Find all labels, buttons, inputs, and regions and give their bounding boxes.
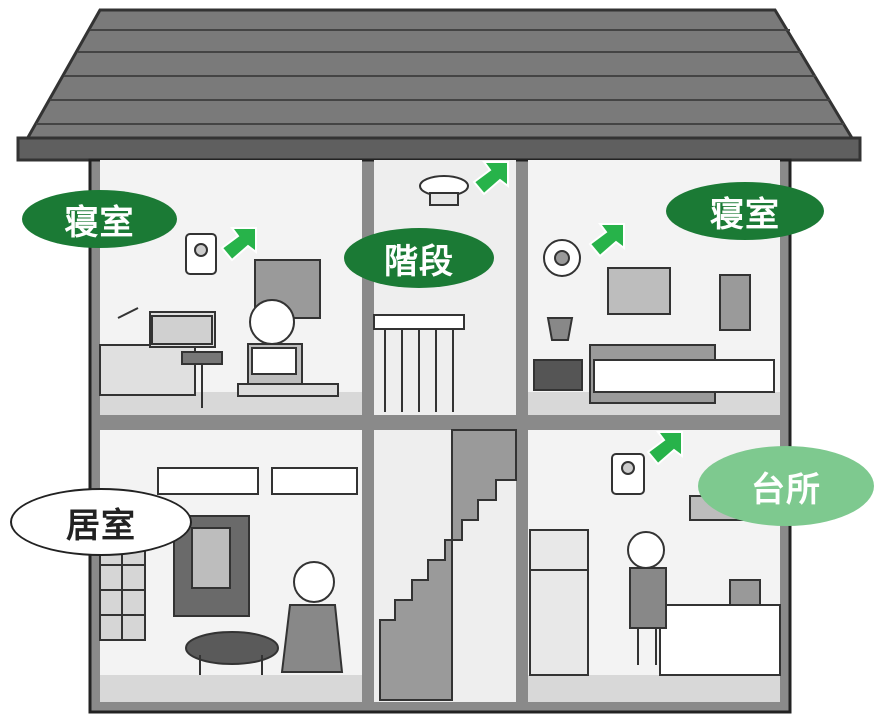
person-reading-icon — [237, 299, 339, 397]
kitchen-counter — [659, 579, 781, 676]
smoke-alarm-icon — [611, 453, 645, 495]
room-label-bedroom-left: 寝室 — [22, 190, 177, 248]
stair-railing — [373, 314, 465, 412]
arrow-icon — [472, 161, 509, 196]
smoke-alarm-icon — [185, 233, 217, 275]
lamp — [533, 317, 583, 391]
arrow-icon — [220, 227, 257, 262]
arrow-icon — [588, 223, 625, 258]
roof — [16, 8, 862, 162]
girl-icon — [627, 531, 667, 665]
upper-cabinet — [157, 467, 358, 495]
picture-frame — [607, 267, 671, 315]
room-label-kitchen: 台所 — [698, 446, 874, 526]
stairs-icon — [379, 429, 517, 701]
room-label-bedroom-right: 寝室 — [666, 182, 824, 240]
fridge-icon — [529, 529, 589, 676]
bed-icon — [589, 344, 775, 404]
wall-window — [719, 274, 751, 331]
chair — [181, 351, 223, 408]
smoke-alarm-icon — [419, 175, 469, 206]
table-icon — [185, 631, 279, 675]
bookshelf — [151, 315, 213, 345]
room-label-living: 居室 — [10, 488, 192, 556]
grandfather-icon — [280, 561, 344, 673]
room-label-stairs: 階段 — [344, 228, 494, 288]
smoke-alarm-icon — [543, 239, 581, 277]
arrow-icon — [646, 431, 683, 466]
